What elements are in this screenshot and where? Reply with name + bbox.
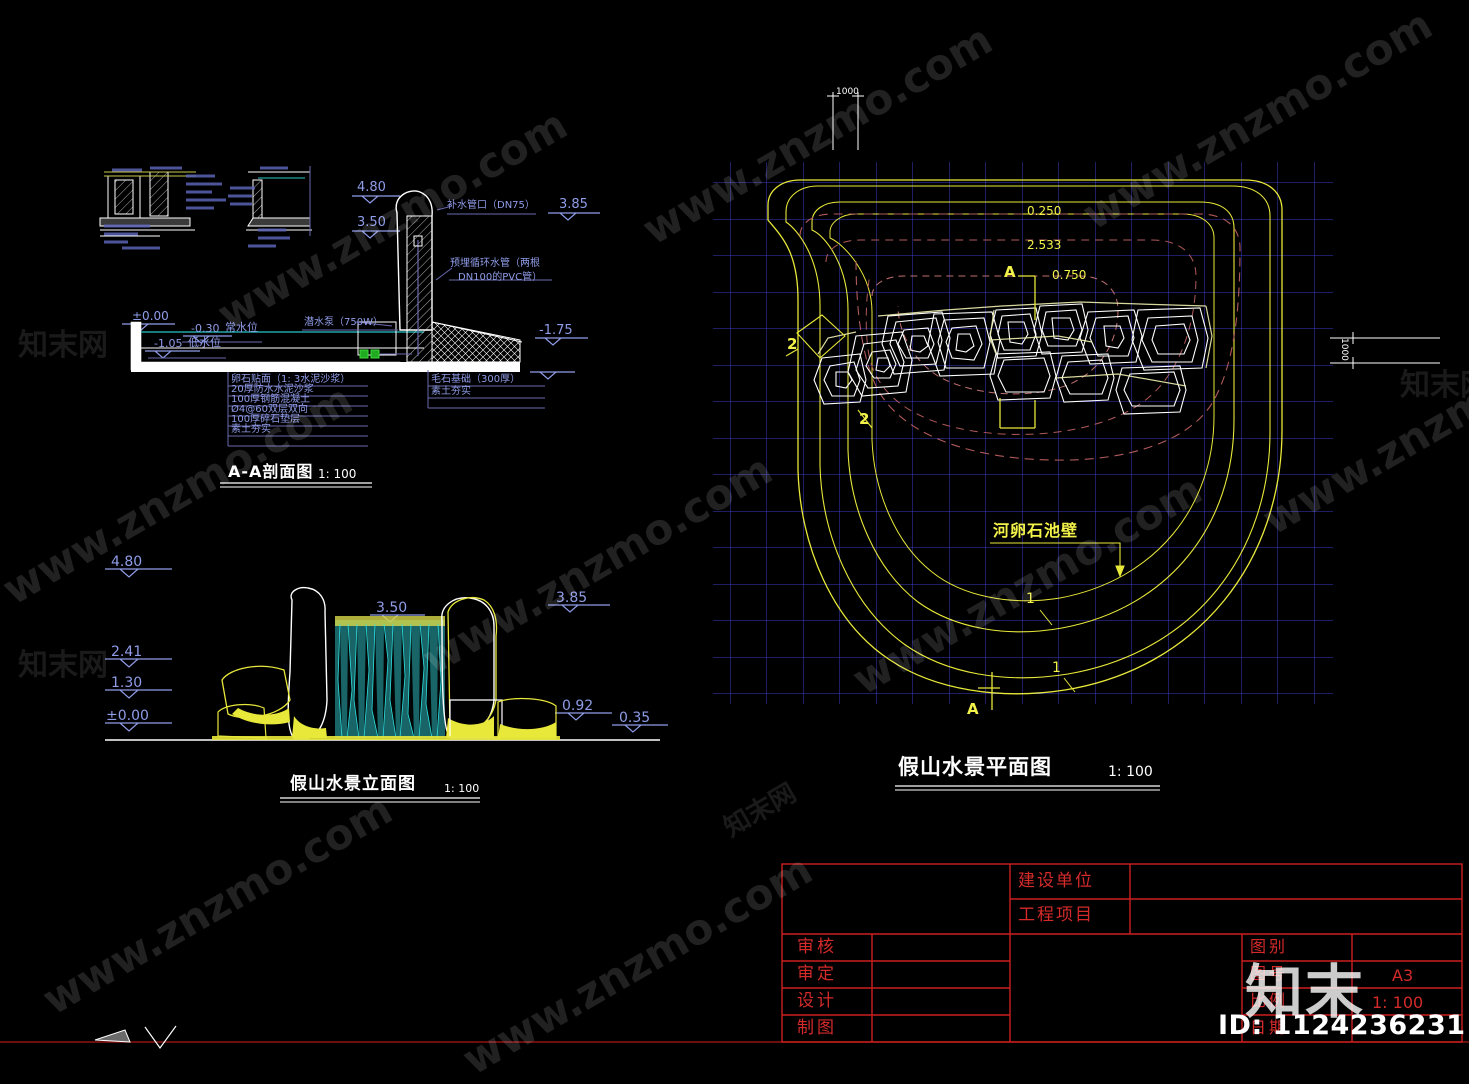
plan-note-cobblestone-wall: 河卵石池壁 (993, 521, 1079, 540)
plan-scale: 1: 100 (1108, 764, 1153, 780)
plan-dimension-right: 1000 (1339, 338, 1349, 361)
plan-section-marker-a-top: A (1004, 263, 1016, 281)
elevation-level-035: 0.35 (619, 710, 651, 726)
plan-detail-marker-2-bottom: 2 (859, 410, 870, 428)
titleblock-label-approve: 审定 (797, 964, 837, 984)
section-level-175: -1.75 (539, 323, 573, 338)
plan-title: 假山水景平面图 (898, 755, 1052, 779)
titleblock-label-project: 工程项目 (1018, 905, 1094, 925)
elevation-level-480: 4.80 (111, 554, 143, 570)
elevation-scale: 1: 100 (444, 782, 480, 795)
section-level-480: 4.80 (357, 180, 386, 195)
titleblock-label-draft: 制图 (797, 1018, 837, 1038)
elevation-title: 假山水景立面图 (290, 774, 416, 794)
section-level-000: ±0.00 (132, 309, 169, 323)
detail-sketch-left-labels (104, 166, 226, 250)
elevation-level-241: 2.41 (111, 644, 143, 660)
plan-dimension-top: 1000 (836, 87, 859, 97)
titleblock-label-scale: 比例 (1250, 991, 1289, 1010)
section-normal-water-level-label: 常水位 (225, 321, 258, 334)
section-foundation-note-1: 毛石基础（300厚） (431, 374, 521, 385)
watermark-id: ID: 1124236231 (1218, 1010, 1466, 1041)
elevation-level-350: 3.50 (376, 600, 408, 616)
section-note-circulation-pipe-line2: DN100的PVC管） (458, 272, 543, 283)
plan-contour-2533: 2.533 (1027, 238, 1062, 252)
section-low-water-level-value: -1.05 (154, 337, 183, 350)
section-layer-3: 100厚钢筋混凝土 (231, 394, 311, 405)
titleblock-value-scale: 1: 100 (1372, 993, 1424, 1012)
section-level-385: 3.85 (559, 197, 588, 212)
section-layer-4: Ø4@60双层双向 (231, 404, 308, 415)
titleblock-label-construction-unit: 建设单位 (1018, 871, 1094, 891)
section-layer-2: 20厚防水水泥沙浆 (231, 384, 314, 395)
section-layer-5: 100厚碎石垫层 (231, 414, 301, 425)
section-note-supply-pipe: 补水管口（DN75） (447, 200, 535, 211)
plan-section-marker-a-bottom: A (967, 700, 979, 718)
section-scale: 1: 100 (318, 467, 357, 481)
titleblock-value-drawing-no: A3 (1392, 966, 1414, 985)
detail-sketch-left (99, 171, 196, 237)
section-foundation-note-2: 素土夯实 (431, 386, 471, 397)
plan-contour-0750: 0.750 (1052, 268, 1087, 282)
section-level-350: 3.50 (357, 215, 386, 230)
plan-detail-marker-2-left: 2 (787, 335, 798, 353)
section-title: A-A剖面图 (228, 462, 314, 481)
detail-sketch-right-labels (228, 166, 290, 248)
titleblock-label-date: 日期 (1250, 1018, 1289, 1037)
titleblock-label-review: 审核 (797, 937, 837, 957)
section-normal-water-level-value: -0.30 (191, 322, 220, 335)
plan-detail-marker-1-upper: 1 (1026, 591, 1035, 607)
plan-geometry (713, 92, 1440, 791)
section-layer-6: 素土夯实 (231, 424, 271, 435)
section-layer-1: 卵石贴面（1: 3水泥沙浆） (231, 374, 351, 385)
elevation-level-000: ±0.00 (106, 708, 149, 724)
title-block-frame (781, 863, 1463, 1043)
titleblock-label-drawing-type: 图别 (1250, 937, 1289, 956)
section-low-water-level-label: 低水位 (188, 336, 221, 349)
elevation-level-130: 1.30 (111, 675, 143, 691)
section-aa-geometry (122, 190, 600, 488)
detail-sketch-right (246, 171, 312, 231)
section-note-circulation-pipe-line1: 预埋循环水管（两根 (450, 258, 540, 269)
section-note-submersible-pump: 潜水泵（750W） (304, 317, 383, 328)
plan-detail-marker-1-lower: 1 (1052, 660, 1061, 676)
titleblock-label-design: 设计 (797, 991, 837, 1011)
elevation-level-385: 3.85 (556, 590, 588, 606)
titleblock-label-drawing-no: 图号 (1250, 964, 1289, 983)
elevation-level-092: 0.92 (562, 698, 594, 714)
plan-contour-0250: 0.250 (1027, 204, 1062, 218)
elevation-geometry (105, 568, 668, 803)
